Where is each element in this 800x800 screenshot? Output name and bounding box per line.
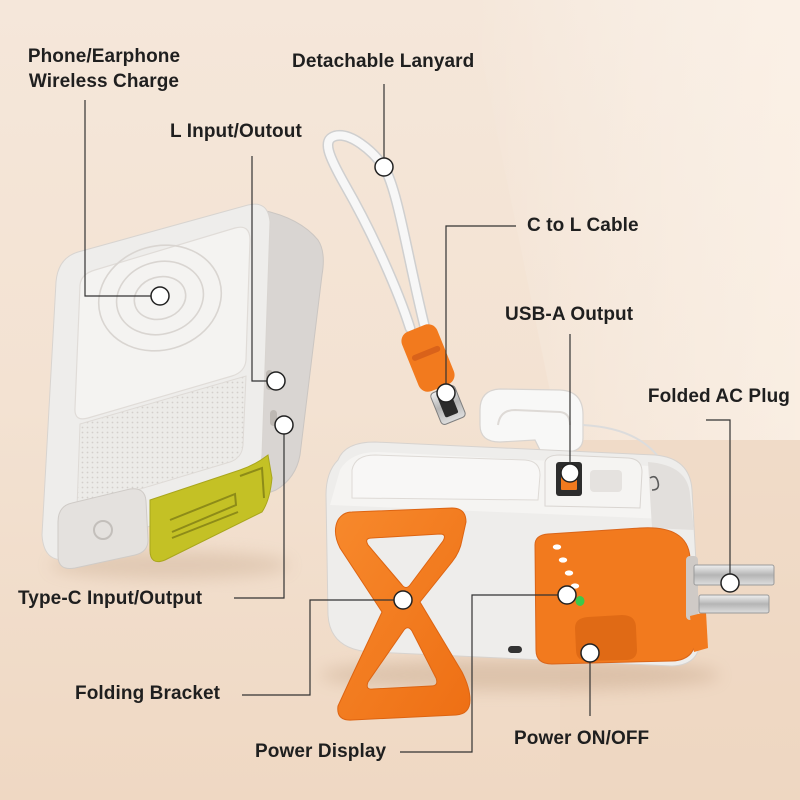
label-folded-ac-plug: Folded AC Plug bbox=[647, 386, 790, 407]
marker-ac-plug bbox=[720, 573, 740, 593]
label-wireless-line1: Phone/Earphone bbox=[27, 46, 181, 67]
power-display-leds bbox=[552, 544, 580, 589]
ac-prong-bottom bbox=[698, 594, 770, 614]
left-device-button bbox=[57, 488, 149, 569]
label-folding-bracket: Folding Bracket bbox=[75, 683, 221, 704]
marker-usb-a bbox=[560, 463, 580, 483]
label-wireless-line2: Wireless Charge bbox=[28, 71, 180, 92]
leader-type-c bbox=[234, 434, 285, 599]
marker-lanyard bbox=[374, 157, 394, 177]
top-recess bbox=[590, 470, 622, 492]
label-wireless-charge: Phone/Earphone Wireless Charge bbox=[14, 44, 194, 94]
marker-power-display bbox=[557, 585, 577, 605]
folded-prong-clips bbox=[169, 466, 265, 539]
leader-c-to-l bbox=[445, 225, 516, 384]
label-power-button: Power ON/OFF bbox=[514, 728, 650, 749]
folding-bracket bbox=[334, 507, 471, 721]
power-indicator-green bbox=[575, 596, 585, 606]
marker-type-c bbox=[274, 415, 294, 435]
right-power-bank bbox=[325, 388, 775, 721]
wireless-charge-coil-icon bbox=[97, 244, 223, 352]
label-c-to-l-cable: C to L Cable bbox=[527, 215, 639, 236]
label-l-port: L Input/Outout bbox=[170, 121, 302, 142]
power-symbol-icon bbox=[93, 520, 113, 540]
marker-bracket bbox=[393, 590, 413, 610]
orange-edge bbox=[690, 612, 708, 652]
end-cap bbox=[648, 462, 694, 530]
c-to-l-cable-connector bbox=[401, 324, 466, 425]
leader-bracket bbox=[242, 599, 394, 696]
left-power-bank bbox=[41, 203, 324, 569]
label-usb-a-output: USB-A Output bbox=[505, 304, 634, 325]
detachable-lanyard bbox=[322, 129, 431, 334]
label-lanyard: Detachable Lanyard bbox=[292, 51, 475, 72]
leader-l-port bbox=[251, 156, 267, 382]
leader-ac-plug bbox=[706, 419, 731, 574]
marker-c-to-l bbox=[436, 383, 456, 403]
leader-power-display bbox=[400, 594, 558, 753]
leader-lines bbox=[84, 84, 731, 753]
ac-plug-hook bbox=[497, 408, 571, 426]
label-power-display: Power Display bbox=[255, 741, 387, 762]
usb-c-port bbox=[508, 646, 522, 653]
marker-l-port bbox=[266, 371, 286, 391]
top-lid bbox=[351, 454, 541, 501]
right-device-shadow bbox=[320, 659, 720, 691]
marker-wireless bbox=[150, 286, 170, 306]
leader-wireless bbox=[84, 100, 151, 297]
orange-connector-housing bbox=[401, 324, 455, 392]
speaker-grille bbox=[76, 375, 247, 509]
lanyard-clip-icon bbox=[649, 475, 660, 491]
connector-grip bbox=[412, 345, 441, 361]
marker-power-button bbox=[580, 643, 600, 663]
wall-highlight bbox=[470, 0, 800, 440]
callout-markers bbox=[150, 157, 740, 663]
ac-plug-head bbox=[479, 388, 584, 453]
label-type-c: Type-C Input/Output bbox=[18, 588, 203, 609]
wireless-pad-panel bbox=[74, 226, 251, 420]
